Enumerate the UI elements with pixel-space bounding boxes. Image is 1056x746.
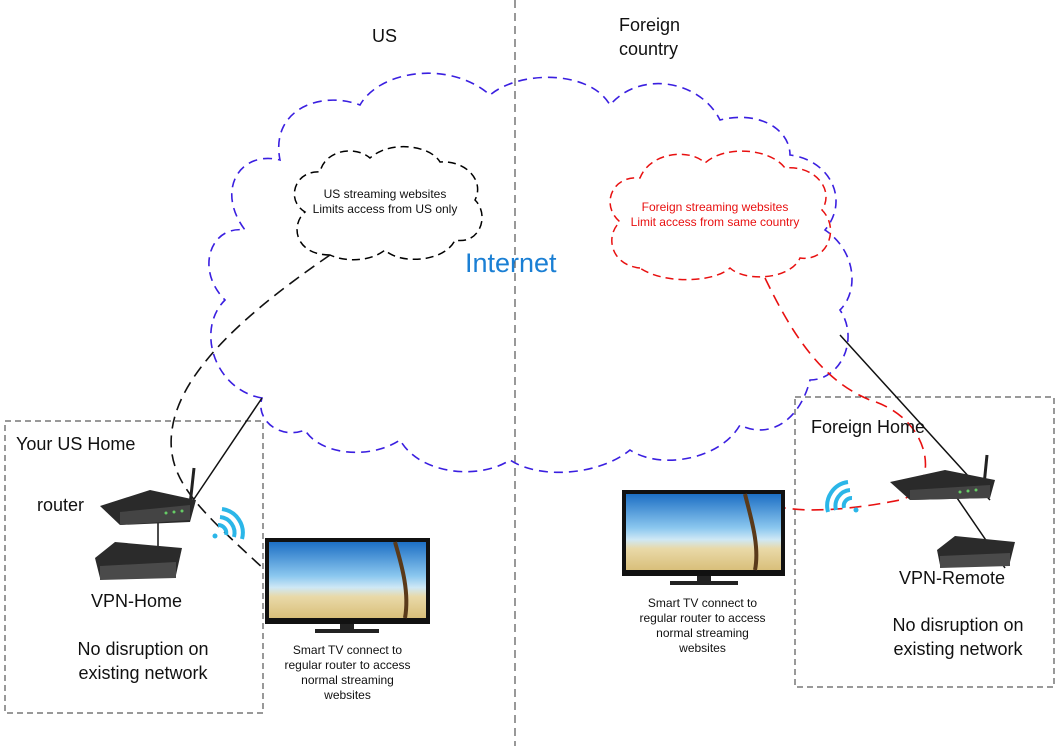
caption-line: websites <box>679 641 726 655</box>
us-cloud-line1: US streaming websites <box>323 187 447 201</box>
region-label-us: US <box>372 26 398 46</box>
vpn-remote-label: VPN-Remote <box>899 568 1006 588</box>
router-icon <box>890 454 995 500</box>
caption-line: Smart TV connect to <box>647 596 758 610</box>
router-label: router <box>37 495 85 515</box>
us-tv-caption: Smart TV connect to regular router to ac… <box>265 643 430 703</box>
region-label-foreign: Foreign country <box>619 13 680 61</box>
foreign-streaming-cloud <box>609 150 832 281</box>
tv-icon <box>265 538 430 633</box>
vpn-home-label: VPN-Home <box>91 591 183 611</box>
vpn-box-icon <box>95 542 182 580</box>
caption-line: Smart TV connect to <box>292 643 403 657</box>
us-cloud-text: US streaming websites Limits access from… <box>300 187 470 217</box>
foreign-home-title: Foreign Home <box>811 417 926 437</box>
vpn-box-icon <box>937 536 1015 568</box>
caption-line: regular router to access <box>284 658 411 672</box>
foreign-home-note-line2: existing network <box>893 639 1023 659</box>
us-home-note-line1: No disruption on <box>77 639 209 659</box>
us-home-note-line2: existing network <box>78 663 208 683</box>
us-home-box <box>4 420 264 714</box>
caption-line: websites <box>324 688 371 702</box>
us-home-title: Your US Home <box>16 434 136 454</box>
us-vpn-tunnel <box>170 254 331 571</box>
foreign-home-note-line1: No disruption on <box>892 615 1024 635</box>
foreign-home-box <box>794 396 1055 688</box>
internet-label: Internet <box>465 248 557 278</box>
wifi-icon <box>212 507 245 540</box>
caption-line: regular router to access <box>639 611 766 625</box>
foreign-cloud-line1: Foreign streaming websites <box>641 200 789 214</box>
us-router-internet-link <box>189 397 263 506</box>
foreign-cloud-line2: Limit access from same country <box>630 215 800 229</box>
router-icon <box>100 467 196 525</box>
foreign-tv-caption: Smart TV connect to regular router to ac… <box>620 596 785 656</box>
foreign-vpn-tunnel <box>764 277 927 511</box>
tv-icon <box>622 490 785 585</box>
caption-line: normal streaming <box>656 626 749 640</box>
foreign-cloud-text: Foreign streaming websites Limit access … <box>610 200 820 230</box>
region-label-foreign-line2: country <box>619 39 679 59</box>
foreign-home-note: No disruption on existing network <box>875 613 1041 661</box>
us-streaming-cloud <box>293 145 483 261</box>
wifi-icon <box>825 480 859 513</box>
us-cloud-line2: Limits access from US only <box>312 202 458 216</box>
region-label-foreign-line1: Foreign <box>619 15 681 35</box>
caption-line: normal streaming <box>301 673 394 687</box>
foreign-router-internet-link <box>839 334 991 501</box>
us-home-note: No disruption on existing network <box>60 637 226 685</box>
internet-cloud <box>208 72 853 474</box>
